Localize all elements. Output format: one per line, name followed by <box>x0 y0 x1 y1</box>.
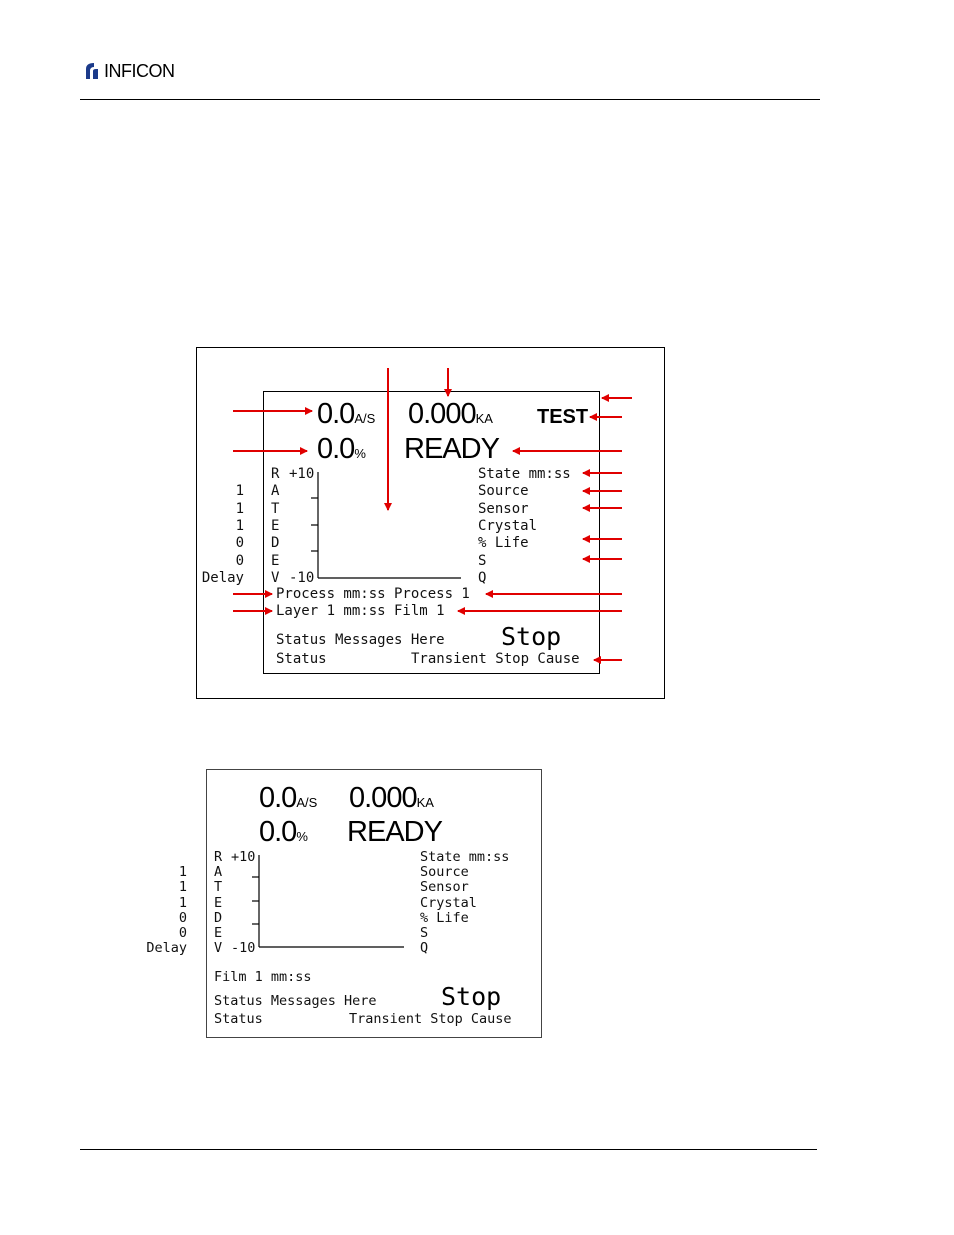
rate-readout: 0.0A/S <box>317 398 375 431</box>
info-label: Source <box>420 864 469 881</box>
info-label: S <box>420 925 429 941</box>
axis-letter: D <box>214 909 223 926</box>
axis-letter: E <box>271 552 280 569</box>
status-messages: Status Messages Here <box>276 632 445 648</box>
process-line: Process mm:ss Process 1 <box>276 586 470 602</box>
status-messages-2: Status Messages Here <box>214 993 377 1009</box>
thickness-value-2: 0.000 <box>349 782 418 814</box>
state-label-2: READY <box>347 816 443 848</box>
info-label: Sensor <box>420 879 469 896</box>
info-value: 0 <box>178 909 187 926</box>
graph-top-label: +10 <box>231 849 256 865</box>
inficon-logo-icon <box>86 63 98 79</box>
logo-text: INFICON <box>104 60 175 81</box>
info-value: 1 <box>178 894 187 911</box>
axis-letter: A <box>214 864 223 881</box>
info-value: 1 <box>178 879 187 896</box>
thickness-unit-2: KA <box>416 795 434 810</box>
transient-stop-cause-2: Transient Stop Cause <box>349 1011 512 1027</box>
power-unit: % <box>354 446 366 461</box>
thickness-readout-2: 0.000KA <box>349 782 434 815</box>
info-value: 1 <box>235 517 244 534</box>
status-label-2: Status <box>214 1011 263 1027</box>
info-label: Crystal <box>420 894 477 911</box>
header-rule <box>80 99 820 100</box>
transient-stop-cause: Transient Stop Cause <box>411 651 580 667</box>
film-line: Film 1 mm:ss <box>214 969 312 985</box>
rate-readout-2: 0.0A/S <box>259 782 317 815</box>
test-label: TEST <box>537 406 589 428</box>
axis-letter: T <box>214 879 223 896</box>
layer-line: Layer 1 mm:ss Film 1 <box>276 603 445 619</box>
stop-label-2: Stop <box>441 982 502 1011</box>
thickness-unit: KA <box>475 411 493 426</box>
rate-unit: A/S <box>354 411 376 426</box>
thickness-value: 0.000 <box>408 398 477 430</box>
info-label: Q <box>420 940 429 957</box>
axis-letter: D <box>271 535 280 552</box>
info-value: 1 <box>178 864 187 881</box>
graph-axes <box>311 472 461 579</box>
power-value: 0.0 <box>317 433 355 465</box>
info-label: S <box>478 552 487 569</box>
info-value: Delay <box>201 569 244 586</box>
axis-letter: V <box>271 569 280 586</box>
footer-rule <box>80 1149 817 1150</box>
axis-letter: V <box>214 940 223 957</box>
axis-letter: R <box>271 466 280 482</box>
info-label: State mm:ss <box>420 849 510 865</box>
axis-letter: A <box>271 483 280 500</box>
thickness-readout: 0.000KA <box>408 398 493 431</box>
info-label: State mm:ss <box>478 466 571 482</box>
info-value: 1 <box>235 483 244 500</box>
rate-unit-2: A/S <box>296 795 318 810</box>
info-value: 0 <box>235 552 244 569</box>
power-unit-2: % <box>296 829 308 844</box>
info-label: % Life <box>478 535 529 552</box>
info-label: Source <box>478 483 529 500</box>
state-label: READY <box>404 433 500 465</box>
graph-top-label: +10 <box>289 466 315 482</box>
stop-label: Stop <box>501 622 562 651</box>
info-value: 0 <box>235 535 244 552</box>
rate-value-2: 0.0 <box>259 782 297 814</box>
power-value-2: 0.0 <box>259 816 297 848</box>
axis-letter: T <box>271 500 280 517</box>
info-label: Sensor <box>478 500 529 517</box>
power-readout-2: 0.0% <box>259 816 308 849</box>
annotated-figure-frame <box>196 347 665 699</box>
axis-letter: E <box>214 894 223 911</box>
axis-letter: E <box>214 925 223 941</box>
info-label: Q <box>478 569 487 586</box>
info-value: 0 <box>178 925 187 941</box>
graph-axes <box>252 855 404 948</box>
graph-bottom-label: -10 <box>289 569 315 586</box>
info-label: Crystal <box>478 517 538 534</box>
axis-letter: R <box>214 849 223 865</box>
axis-letter: E <box>271 517 280 534</box>
inficon-logo: INFICON <box>82 60 175 82</box>
info-label: % Life <box>420 909 469 926</box>
info-value: 1 <box>235 500 244 517</box>
status-label: Status <box>276 651 327 667</box>
graph-bottom-label: -10 <box>231 940 256 957</box>
rate-value: 0.0 <box>317 398 355 430</box>
power-readout: 0.0% <box>317 433 366 466</box>
info-value: Delay <box>146 940 187 957</box>
